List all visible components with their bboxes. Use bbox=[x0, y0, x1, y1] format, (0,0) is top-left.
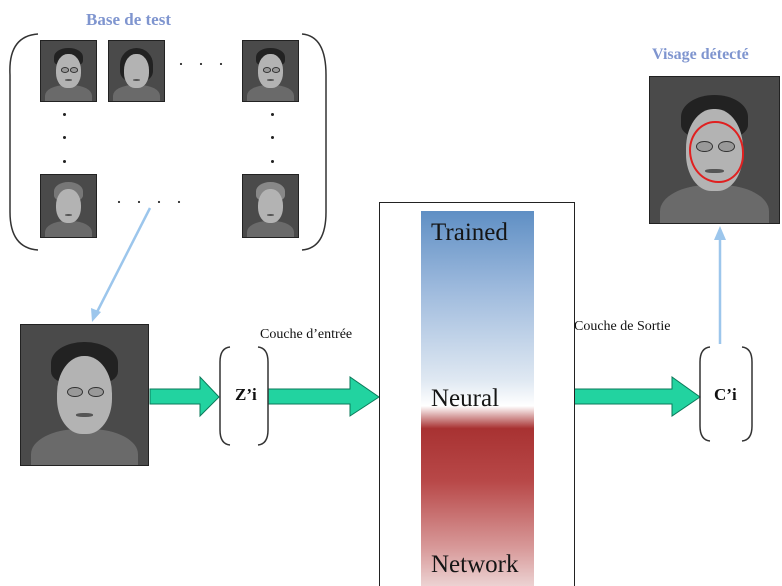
output-vector-left-bracket bbox=[699, 346, 711, 442]
network-word-trained: Trained bbox=[431, 219, 508, 246]
selected-input-face bbox=[20, 324, 149, 466]
detected-face-image bbox=[649, 76, 780, 224]
output-vector-right-bracket bbox=[741, 346, 753, 442]
network-gradient bbox=[421, 211, 534, 586]
neural-network-box: Trained Neural Network bbox=[379, 202, 575, 586]
test-face-thumbnail bbox=[242, 174, 299, 238]
network-word-network: Network bbox=[431, 551, 519, 578]
output-layer-label: Couche de Sortie bbox=[574, 319, 671, 334]
detected-face-title: Visage détecté bbox=[652, 46, 749, 63]
selection-arrow-head bbox=[91, 308, 101, 322]
test-base-title: Base de test bbox=[86, 10, 171, 29]
face-to-input-arrow bbox=[149, 375, 220, 418]
input-vector-label: Z’i bbox=[235, 385, 257, 404]
network-word-neural: Neural bbox=[431, 385, 500, 412]
ellipsis-dots: ··· bbox=[178, 54, 238, 74]
test-base-right-bracket bbox=[301, 33, 327, 251]
input-vector-right-bracket bbox=[257, 346, 269, 446]
vertical-dot bbox=[63, 113, 66, 116]
ellipsis-dots: ···· bbox=[116, 192, 196, 212]
input-vector-left-bracket bbox=[219, 346, 231, 446]
selection-arrow-line bbox=[94, 207, 152, 315]
vertical-dot bbox=[271, 160, 274, 163]
vertical-dot bbox=[271, 136, 274, 139]
test-base-left-bracket bbox=[9, 33, 39, 251]
network-to-output-arrow bbox=[573, 376, 701, 417]
vertical-dot bbox=[63, 160, 66, 163]
detection-outline bbox=[688, 120, 745, 184]
test-face-thumbnail bbox=[40, 40, 97, 102]
detection-arrow-head bbox=[714, 226, 726, 240]
input-layer-label: Couche d’entrée bbox=[260, 327, 353, 342]
vertical-dot bbox=[271, 113, 274, 116]
input-to-network-arrow bbox=[267, 376, 380, 417]
test-face-thumbnail bbox=[242, 40, 299, 102]
vertical-dot bbox=[63, 136, 66, 139]
test-face-thumbnail bbox=[40, 174, 97, 238]
output-vector-label: C’i bbox=[714, 385, 737, 404]
test-face-thumbnail bbox=[108, 40, 165, 102]
